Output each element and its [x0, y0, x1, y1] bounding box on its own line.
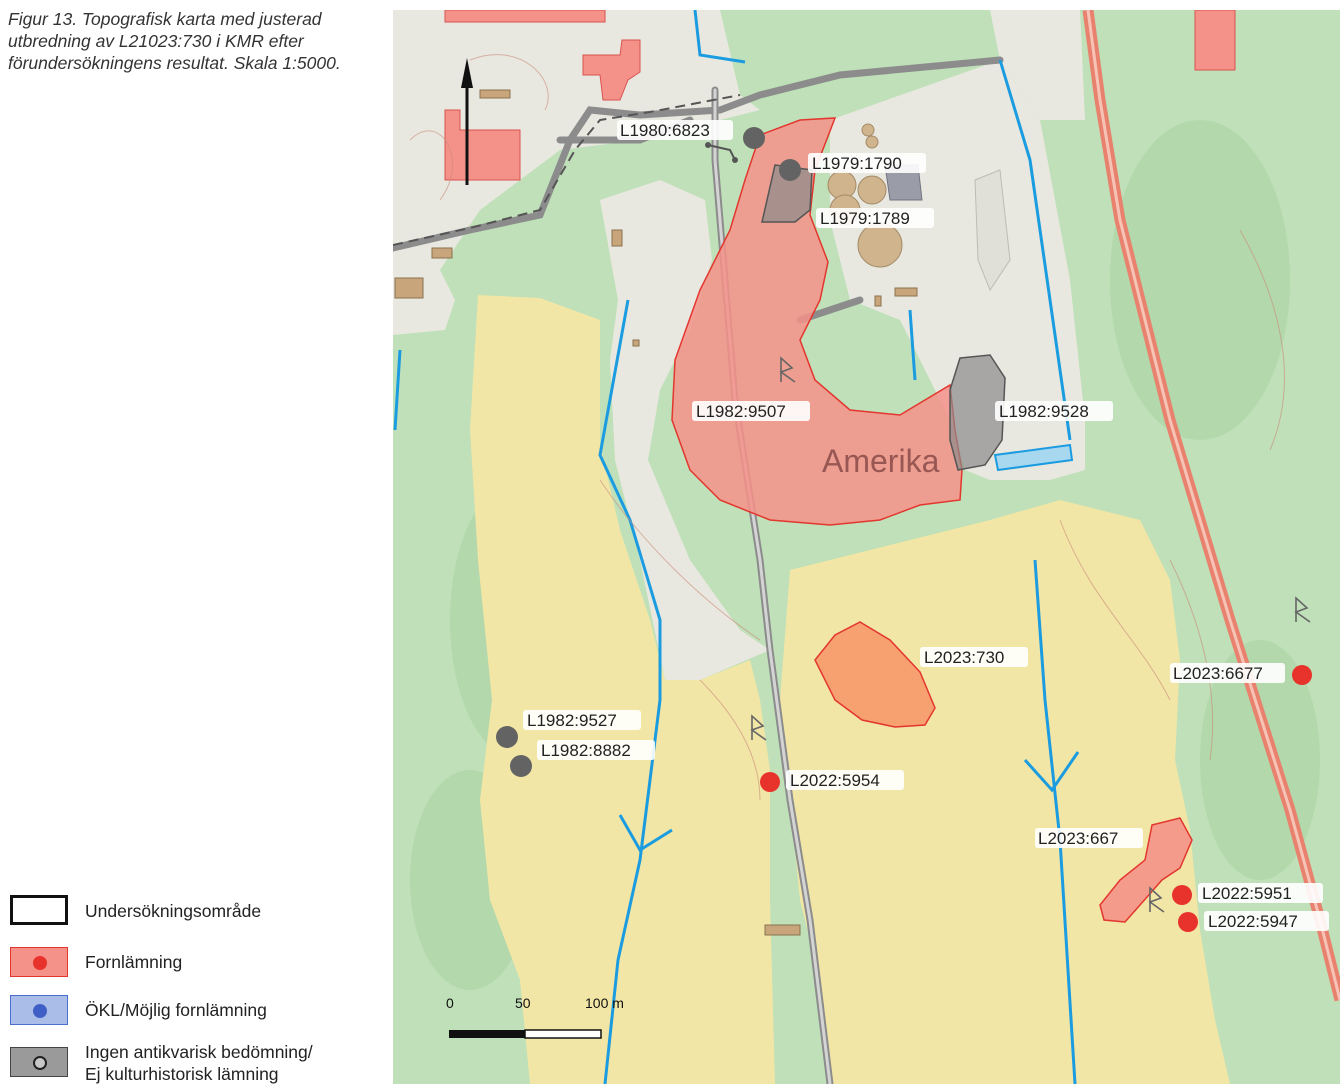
scale-label-end: 100 m — [585, 995, 624, 1011]
legend-swatch-area — [10, 895, 68, 925]
point-l2022-5951[interactable] — [1172, 885, 1192, 905]
label-l1982-9528: L1982:9528 — [999, 402, 1089, 421]
map-canvas: Amerika L1980:6823 L1979:1790 L1979:1789… — [393, 10, 1340, 1084]
label-l1982-8882: L1982:8882 — [541, 741, 631, 760]
label-l2022-5947: L2022:5947 — [1208, 912, 1298, 931]
legend-label: Fornlämning — [85, 952, 183, 972]
legend-swatch-fornlamning — [10, 947, 68, 977]
legend-swatch-okl — [10, 995, 68, 1025]
label-l2023-667: L2023:667 — [1038, 829, 1118, 848]
figure-caption: Figur 13. Topografisk karta med justerad… — [8, 9, 341, 73]
point-l1982-9527[interactable] — [496, 726, 518, 748]
place-name-amerika: Amerika — [822, 443, 940, 479]
buildings — [444, 10, 1236, 181]
grey-buildings — [884, 164, 1011, 292]
legend-label-line1: Ingen antikvarisk bedömning/ — [85, 1042, 313, 1062]
polygon-l2023-667[interactable] — [1099, 817, 1193, 923]
grey-points — [496, 127, 801, 777]
legend-item-undersokningsomrade: Undersökningsområde — [10, 895, 370, 929]
legend-swatch-ingen — [10, 1047, 68, 1077]
site-labels: L1980:6823 L1979:1790 L1979:1789 L1982:9… — [523, 120, 1329, 931]
scale-label-mid: 50 — [515, 995, 531, 1011]
red-points — [760, 665, 1312, 932]
polygon-l2023-730[interactable] — [814, 621, 936, 728]
label-l1979-1789: L1979:1789 — [820, 209, 910, 228]
scale-label-zero: 0 — [446, 995, 454, 1011]
label-l1979-1790: L1979:1790 — [812, 154, 902, 173]
small-buildings — [394, 89, 918, 936]
polygon-l1982-9528[interactable] — [949, 354, 1006, 471]
flow-arrows — [618, 751, 1080, 853]
field-west — [470, 295, 775, 1084]
minor-roads-inner — [713, 88, 832, 1084]
scale-bar: 0 50 100 m — [446, 995, 624, 1039]
point-l2022-5954[interactable] — [760, 772, 780, 792]
legend-label: Undersökningsområde — [85, 901, 262, 921]
label-l1982-9527: L1982:9527 — [527, 711, 617, 730]
developed-area-gravel — [600, 180, 770, 680]
field-east — [780, 500, 1230, 1084]
label-l1982-9507: L1982:9507 — [696, 402, 786, 421]
developed-area-northeast — [990, 10, 1085, 120]
topographic-map[interactable]: Amerika L1980:6823 L1979:1790 L1979:1789… — [393, 10, 1340, 1084]
railway — [393, 94, 741, 246]
label-l2023-6677: L2023:6677 — [1173, 664, 1263, 683]
polygon-l1979-1789[interactable] — [761, 164, 813, 223]
label-l2022-5954: L2022:5954 — [790, 771, 880, 790]
legend-item-fornlamning: Fornlämning — [10, 947, 370, 981]
label-l2022-5951: L2022:5951 — [1202, 884, 1292, 903]
legend-label-line2: Ej kulturhistorisk lämning — [85, 1064, 279, 1084]
point-l2023-6677[interactable] — [1292, 665, 1312, 685]
contours — [409, 54, 1285, 801]
developed-area-north — [393, 10, 760, 300]
water-pond — [993, 443, 1074, 472]
point-l1979-1790[interactable] — [779, 159, 801, 181]
label-l2023-730: L2023:730 — [924, 648, 1004, 667]
water-ditches — [393, 10, 1077, 1084]
legend-item-ingen-bedomning: Ingen antikvarisk bedömning/ Ej kulturhi… — [10, 1041, 370, 1087]
rune-symbols — [750, 356, 1311, 913]
legend-item-okl: ÖKL/Möjlig fornlämning — [10, 995, 370, 1029]
point-l1982-8882[interactable] — [510, 755, 532, 777]
north-arrow — [461, 58, 473, 185]
point-l2022-5947[interactable] — [1178, 912, 1198, 932]
point-l1980-6823[interactable] — [743, 127, 765, 149]
legend-label: ÖKL/Möjlig fornlämning — [85, 1000, 267, 1020]
label-l1980-6823: L1980:6823 — [620, 121, 710, 140]
